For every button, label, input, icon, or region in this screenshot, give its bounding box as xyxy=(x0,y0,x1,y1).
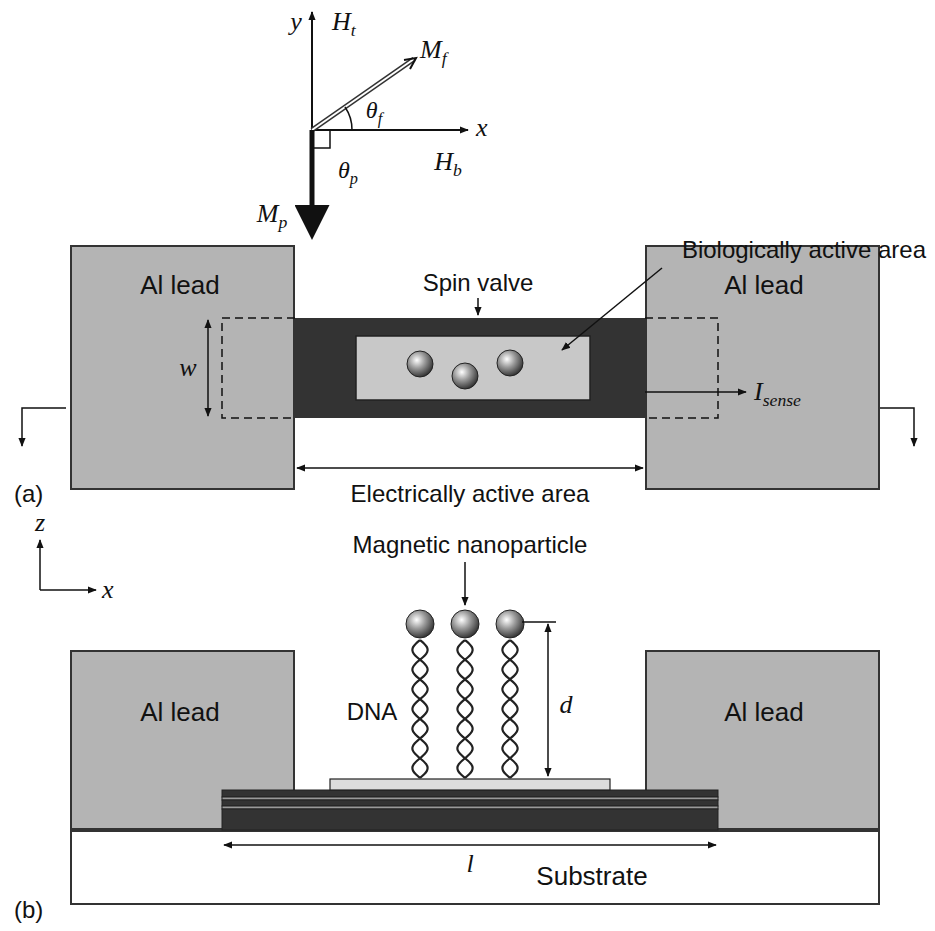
text-label: (b) xyxy=(14,897,43,923)
leader-line xyxy=(464,562,466,605)
d-dimension xyxy=(522,622,556,776)
symbol: θ xyxy=(366,97,378,123)
block-label: Substrate xyxy=(536,861,647,892)
lead-block: Al lead xyxy=(645,650,880,830)
block-label: Al lead xyxy=(724,697,804,728)
symbol-label: d xyxy=(560,691,573,720)
block-label: Al lead xyxy=(140,697,220,728)
lead-block: Al lead xyxy=(70,650,295,830)
dna-strand xyxy=(502,640,517,778)
subscript: p xyxy=(278,212,287,232)
text-label: Electrically active area xyxy=(351,481,590,507)
text-label: Spin valve xyxy=(423,270,534,296)
subscript: f xyxy=(378,109,383,128)
nanoparticles-b xyxy=(406,610,524,638)
symbol-label: Ht xyxy=(332,8,356,37)
subscript: p xyxy=(350,169,358,188)
dna-strand xyxy=(457,640,472,778)
substrate-block: Substrate xyxy=(70,830,880,905)
symbol-label: x xyxy=(102,576,114,605)
subscript: f xyxy=(442,48,447,68)
symbol: H xyxy=(332,7,351,36)
spin-valve-strip xyxy=(293,318,647,418)
dna-strand xyxy=(412,640,427,778)
leader-line xyxy=(477,298,479,315)
symbol-label: Hb xyxy=(434,148,462,177)
symbol-label: l xyxy=(466,850,473,879)
bio-active-area xyxy=(356,336,590,400)
symbol: θ xyxy=(338,157,350,183)
text-label: DNA xyxy=(347,699,398,725)
text-label: Biologically active area xyxy=(682,237,926,263)
dna-strand xyxy=(457,640,472,778)
nanoparticles-a xyxy=(407,350,523,389)
xz-axes xyxy=(40,540,96,590)
hidden-strip-outline xyxy=(222,318,718,418)
subscript: sense xyxy=(763,390,801,410)
subscript: t xyxy=(351,20,356,40)
symbol: M xyxy=(257,199,279,228)
block-label: Al lead xyxy=(140,270,220,301)
symbol: M xyxy=(420,35,442,64)
symbol-label: Mf xyxy=(420,36,447,65)
symbol: H xyxy=(434,147,453,176)
magnetization-axes xyxy=(312,12,468,226)
spin-valve-stack xyxy=(222,790,718,830)
dna-strands xyxy=(412,640,517,778)
bio-active-pad xyxy=(330,779,610,790)
dna-strand xyxy=(502,640,517,778)
symbol: I xyxy=(754,377,763,406)
symbol-label: Mp xyxy=(257,200,288,229)
dna-strand xyxy=(412,640,427,778)
symbol-label: z xyxy=(35,509,45,538)
symbol-label: θp xyxy=(338,157,358,183)
dimension-arrow xyxy=(297,467,643,469)
symbol-label: w xyxy=(179,354,196,383)
symbol-label: y xyxy=(290,8,302,37)
text-label: (a) xyxy=(14,481,43,507)
symbol-label: Isense xyxy=(754,378,801,407)
symbol-label: θf xyxy=(366,97,382,123)
section-mark xyxy=(22,408,66,446)
lead-block: Al lead xyxy=(645,245,880,490)
text-label: Magnetic nanoparticle xyxy=(353,532,588,558)
block-label: Al lead xyxy=(724,270,804,301)
symbol-label: x xyxy=(476,114,488,143)
subscript: b xyxy=(453,160,462,180)
